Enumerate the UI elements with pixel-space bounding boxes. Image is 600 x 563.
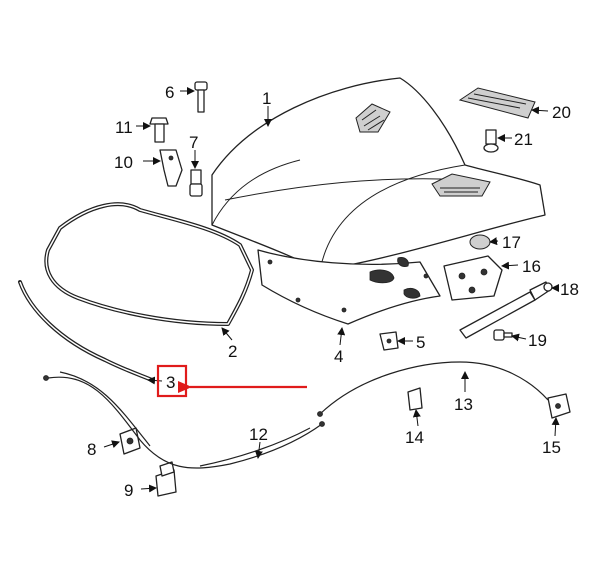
- callout-16: 16: [522, 257, 541, 276]
- callout-12: 12: [249, 425, 268, 444]
- callout-labels: 1 2 3 4 5 6 7 8 9 10 11 12 13 14 15 16 1…: [87, 83, 579, 500]
- clip-part-5: [379, 331, 399, 351]
- gas-strut-part-18: [459, 281, 553, 339]
- bracket-part-10: [159, 149, 183, 187]
- callout-21: 21: [514, 130, 533, 149]
- cable-clip-part-14: [407, 387, 423, 411]
- lock-catch-part-15: [547, 393, 571, 419]
- release-handle-part-8: [119, 427, 141, 455]
- callout-14: 14: [405, 428, 424, 447]
- hood-latch-part-16: [443, 255, 503, 301]
- highlight-part-3: [156, 364, 307, 398]
- leader-lines: [103, 87, 560, 493]
- callout-6: 6: [165, 83, 174, 102]
- bumper-stop-part-21: [483, 129, 499, 153]
- callout-3: 3: [166, 373, 175, 392]
- callout-10: 10: [114, 153, 133, 172]
- vent-grille-part-20: [458, 87, 536, 119]
- callout-1: 1: [262, 89, 271, 108]
- hood-inner-panel: [257, 249, 441, 325]
- callout-7: 7: [189, 133, 198, 152]
- pin-part-7: [189, 169, 203, 197]
- stud-part-11: [149, 117, 169, 143]
- callout-5: 5: [416, 333, 425, 352]
- callout-9: 9: [124, 481, 133, 500]
- callout-20: 20: [552, 103, 571, 122]
- bolt-part-6: [194, 81, 208, 113]
- callout-11: 11: [115, 118, 133, 137]
- callout-17: 17: [502, 233, 521, 252]
- front-seal-strip: [18, 280, 154, 382]
- callout-19: 19: [528, 331, 547, 350]
- rubber-stop-part-17: [469, 234, 491, 250]
- callout-18: 18: [560, 280, 579, 299]
- callout-2: 2: [228, 342, 237, 361]
- callout-4: 4: [334, 347, 343, 366]
- hood-vent-upper: [355, 103, 391, 133]
- lever-part-9: [155, 461, 177, 497]
- release-cable-part-13: [317, 361, 549, 417]
- screw-part-19: [493, 329, 513, 341]
- callout-8: 8: [87, 440, 96, 459]
- hood-seal: [44, 202, 254, 326]
- callout-13: 13: [454, 395, 473, 414]
- hood-vent-lower: [431, 173, 491, 197]
- callout-15: 15: [542, 438, 561, 457]
